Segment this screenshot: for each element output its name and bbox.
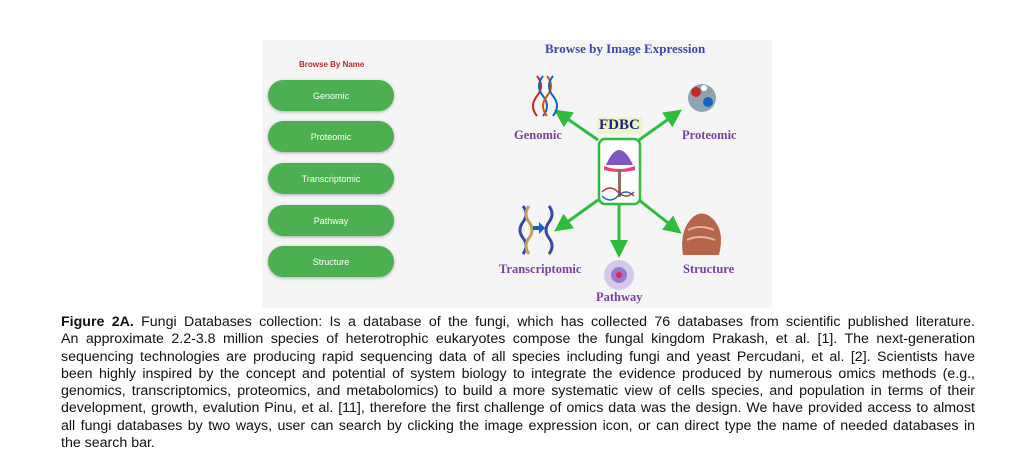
caption-text: Fungi Databases collection: Is a databas… (133, 314, 975, 330)
caption-line: sequencing technologies are producing ra… (61, 348, 975, 365)
image-expression-title: Browse by Image Expression (545, 41, 706, 56)
caption-line: genomics, transcriptomics, proteomics, a… (61, 383, 975, 400)
fdbc-mushroom-icon (597, 137, 642, 206)
protein-structure-icon (688, 84, 716, 112)
caption-line: An approximate 2.2-3.8 million species o… (61, 331, 975, 348)
caption-label: Figure 2A. (61, 314, 134, 330)
transcriptomic-button[interactable]: Transcriptomic (268, 163, 394, 194)
pathway-button[interactable]: Pathway (268, 205, 394, 236)
transcriptomic-node-label[interactable]: Transcriptomic (499, 262, 582, 276)
pathway-node-label[interactable]: Pathway (596, 290, 643, 304)
structure-fungus-icon (682, 213, 721, 255)
diagram-art (518, 75, 721, 290)
figure-caption: Figure 2A. Fungi Databases collection: I… (61, 314, 975, 452)
caption-line: Figure 2A. Fungi Databases collection: I… (61, 314, 975, 331)
structure-button[interactable]: Structure (268, 246, 394, 277)
dna-icon (532, 75, 558, 117)
browse-by-name-heading: Browse By Name (299, 60, 365, 69)
figure-2a: Browse By Name Genomic Proteomic Transcr… (262, 40, 772, 308)
proteomic-node-label[interactable]: Proteomic (682, 128, 737, 142)
transcription-icon (518, 205, 554, 255)
caption-line: the search bar. (61, 435, 155, 452)
proteomic-button[interactable]: Proteomic (268, 121, 394, 152)
structure-node-label[interactable]: Structure (683, 262, 735, 276)
caption-line: been highly inspired by the concept and … (61, 365, 975, 382)
genomic-button[interactable]: Genomic (268, 80, 394, 111)
fdbc-label: FDBC (597, 117, 642, 134)
caption-line: development, growth, evalution Pinu, et … (61, 400, 975, 417)
genomic-node-label[interactable]: Genomic (514, 128, 562, 142)
pathway-network-icon (604, 260, 634, 290)
arrows (554, 109, 682, 258)
caption-line: all fungi databases by two ways, user ca… (61, 417, 975, 434)
